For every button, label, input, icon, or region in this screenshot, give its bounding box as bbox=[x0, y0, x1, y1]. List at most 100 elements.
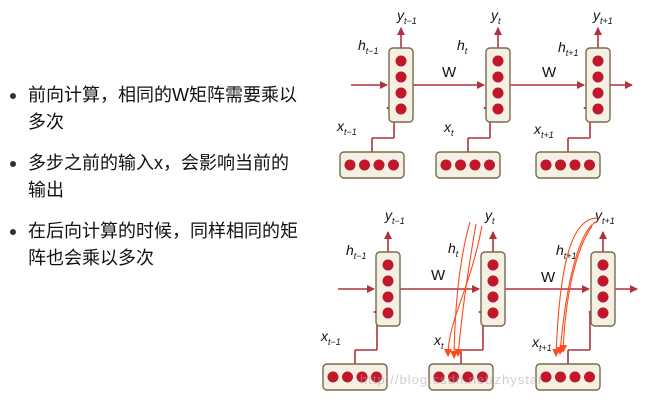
label-y-next-2: yt+1 bbox=[594, 207, 615, 226]
bullet-text: 多步之前的输入x，会影响当前的输出 bbox=[28, 153, 289, 200]
label-y-cur-2: yt bbox=[484, 207, 495, 226]
label-x-prev-2: xt−1 bbox=[320, 328, 341, 347]
input-node-icon bbox=[359, 159, 370, 171]
hidden-node-icon bbox=[592, 103, 604, 115]
input-node-icon bbox=[342, 371, 353, 383]
top-input-box-0 bbox=[339, 151, 405, 179]
hidden-node-icon bbox=[395, 103, 407, 115]
hidden-node-icon bbox=[597, 275, 609, 287]
hidden-node-icon bbox=[382, 291, 394, 303]
bullet-text: 在后向计算的时候，同样相同的矩阵也会乘以多次 bbox=[28, 221, 298, 268]
label-w-2: W bbox=[542, 64, 557, 81]
top-hidden-box-1 bbox=[485, 47, 511, 123]
bottom-input-box-1 bbox=[428, 363, 494, 391]
label-x-next: xt+1 bbox=[533, 121, 554, 140]
input-node-icon bbox=[540, 159, 552, 171]
watermark: http://blog.csdn.net/zhystar bbox=[360, 372, 544, 387]
bottom-input-box-0 bbox=[322, 363, 388, 391]
input-node-icon bbox=[484, 159, 495, 171]
input-node-icon bbox=[462, 371, 474, 383]
label-x-cur: xt bbox=[443, 119, 454, 138]
input-node-icon bbox=[373, 159, 385, 171]
backprop-path-5 bbox=[556, 221, 597, 355]
hidden-node-icon bbox=[597, 259, 609, 271]
hidden-node-icon bbox=[492, 103, 504, 115]
input-node-icon bbox=[540, 371, 552, 383]
backprop-path-3 bbox=[444, 225, 483, 357]
input-node-icon bbox=[569, 371, 581, 383]
bullet-item: 前向计算，相同的W矩阵需要乘以多次 bbox=[6, 82, 306, 136]
input-node-icon bbox=[455, 159, 466, 171]
hidden-node-icon bbox=[492, 55, 504, 67]
hidden-node-icon bbox=[487, 307, 499, 319]
label-x-cur-2: xt bbox=[433, 332, 444, 351]
label-h-prev-2: ht−1 bbox=[346, 242, 367, 261]
label-x-next-2: xt+1 bbox=[531, 334, 552, 353]
input-node-icon bbox=[448, 371, 459, 383]
hidden-node-icon bbox=[395, 55, 407, 67]
label-y-next: yt+1 bbox=[592, 7, 613, 26]
label-h-cur: ht bbox=[457, 37, 468, 56]
hidden-node-icon bbox=[592, 87, 604, 99]
backprop-path-6 bbox=[559, 225, 593, 353]
hidden-node-icon bbox=[395, 87, 407, 99]
hidden-node-icon bbox=[487, 275, 499, 287]
hidden-node-icon bbox=[597, 291, 609, 303]
hidden-node-icon bbox=[492, 71, 504, 83]
label-y-cur: yt bbox=[490, 7, 501, 26]
label-h-next-2: ht+1 bbox=[556, 242, 577, 261]
label-h-cur-2: ht bbox=[448, 240, 459, 259]
hidden-node-icon bbox=[592, 55, 604, 67]
input-node-icon bbox=[371, 371, 382, 383]
top-hidden-box-0 bbox=[388, 47, 414, 123]
bottom-hidden-box-1 bbox=[480, 251, 506, 327]
bullet-list: 前向计算，相同的W矩阵需要乘以多次 多步之前的输入x，会影响当前的输出 在后向计… bbox=[6, 82, 306, 286]
label-h-next: ht+1 bbox=[558, 39, 579, 58]
label-w-3: W bbox=[431, 267, 446, 284]
input-node-icon bbox=[555, 371, 566, 383]
bullet-dot-icon bbox=[10, 93, 16, 99]
label-w-4: W bbox=[541, 269, 556, 286]
input-node-icon bbox=[327, 371, 339, 383]
input-node-icon bbox=[477, 371, 488, 383]
hidden-node-icon bbox=[382, 259, 394, 271]
input-node-icon bbox=[584, 159, 595, 171]
hidden-node-icon bbox=[592, 71, 604, 83]
bullet-item: 多步之前的输入x，会影响当前的输出 bbox=[6, 150, 306, 204]
top-input-box-2 bbox=[535, 151, 601, 179]
input-node-icon bbox=[433, 371, 445, 383]
top-input-box-1 bbox=[435, 151, 501, 179]
label-x-prev: xt−1 bbox=[336, 118, 357, 137]
backprop-path-1 bbox=[450, 221, 471, 359]
input-node-icon bbox=[344, 159, 356, 171]
hidden-node-icon bbox=[487, 259, 499, 271]
hidden-node-icon bbox=[597, 307, 609, 319]
input-node-icon bbox=[555, 159, 566, 171]
input-node-icon bbox=[569, 159, 581, 171]
label-y-prev: yt−1 bbox=[396, 7, 417, 26]
hidden-node-icon bbox=[382, 275, 394, 287]
bullet-dot-icon bbox=[10, 161, 16, 167]
label-y-prev-2: yt−1 bbox=[384, 207, 405, 226]
input-node-icon bbox=[388, 159, 399, 171]
input-node-icon bbox=[440, 159, 452, 171]
label-h-prev: ht−1 bbox=[358, 37, 379, 56]
hidden-node-icon bbox=[395, 71, 407, 83]
input-node-icon bbox=[469, 159, 481, 171]
top-hidden-box-2 bbox=[585, 47, 611, 123]
bottom-hidden-box-2 bbox=[590, 251, 616, 327]
bullet-dot-icon bbox=[10, 229, 16, 235]
input-node-icon bbox=[584, 371, 595, 383]
input-node-icon bbox=[356, 371, 368, 383]
bottom-input-box-2 bbox=[535, 363, 601, 391]
bottom-hidden-box-0 bbox=[375, 251, 401, 327]
backprop-path-4 bbox=[552, 217, 601, 357]
label-w-1: W bbox=[442, 64, 457, 81]
hidden-node-icon bbox=[382, 307, 394, 319]
bullet-item: 在后向计算的时候，同样相同的矩阵也会乘以多次 bbox=[6, 218, 306, 272]
bullet-text: 前向计算，相同的W矩阵需要乘以多次 bbox=[28, 85, 297, 132]
hidden-node-icon bbox=[492, 87, 504, 99]
hidden-node-icon bbox=[487, 291, 499, 303]
backprop-path-2 bbox=[454, 223, 477, 357]
